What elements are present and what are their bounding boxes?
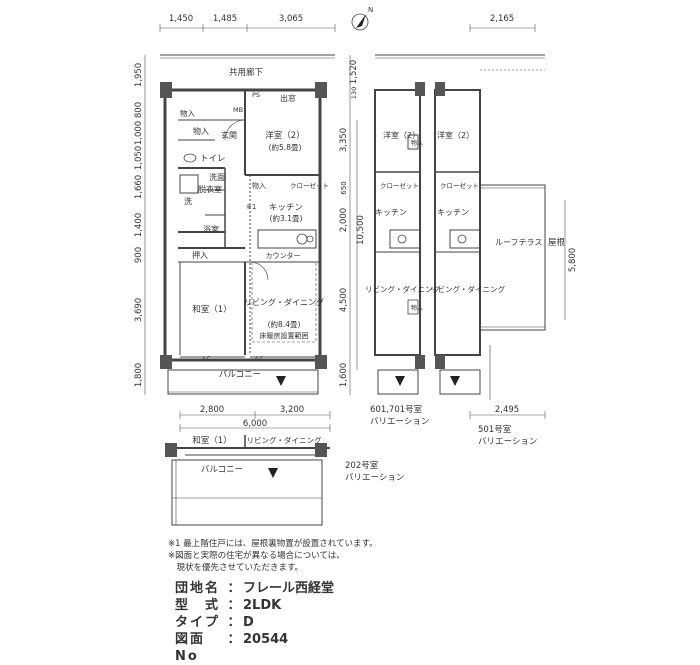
v2-roof-terrace: ルーフテラス [495, 238, 542, 247]
v2-caption2: バリエーション [478, 437, 537, 447]
dim-top-1: 1,450 [169, 14, 193, 24]
north-label: N [368, 6, 373, 14]
label-western-size: (約5.8畳) [269, 142, 302, 152]
v2-closet: クローゼット [440, 181, 479, 190]
dim-right-3: 2,000 [339, 208, 349, 232]
dim-left-1: 1,950 [134, 63, 144, 87]
info-name-value: フレール西経堂 [243, 581, 335, 596]
v3-japanese: 和室（1） [192, 435, 231, 446]
dim-left-6: 1,400 [134, 213, 144, 237]
note-3: 現状を優先させていただきます。 [168, 563, 304, 573]
label-japanese-room: 和室（1） [192, 304, 231, 315]
label-storage2: 物入 [193, 126, 209, 136]
dim-right-1: 3,350 [339, 128, 349, 152]
dim-roof-width: 2,495 [495, 405, 519, 415]
info-kind-value: D [243, 615, 254, 630]
dim-right-5: 1,600 [339, 363, 349, 387]
dim-bottom-2: 3,200 [280, 405, 304, 415]
dim-left-8: 3,690 [134, 298, 144, 322]
dim-top-2: 1,485 [213, 14, 237, 24]
notes: ※1 最上階住戸には、屋根裏物置が設置されています。 ※図面と実際の住宅が異なる… [168, 538, 378, 574]
info-separator: ： [227, 615, 241, 630]
dim-roof-height: 5,800 [568, 248, 578, 272]
label-ac1: A.C [202, 356, 211, 362]
dim-right-small-1: 1,520 [349, 60, 359, 84]
v1-kitchen: キッチン [375, 208, 407, 217]
dim-top-right: 2,165 [490, 14, 514, 24]
v1-caption: 601,701号室 [370, 404, 423, 415]
label-note-mark: ※1 [246, 203, 256, 211]
label-bath: 浴室 [203, 224, 219, 234]
info-row-name: 団地名 ： フレール西経堂 [175, 580, 334, 597]
info-kind-label: タイプ [175, 615, 221, 630]
info-row-no: 図面No ： 20544 [175, 631, 334, 665]
label-kitchen-size: (約3.1畳) [270, 213, 303, 223]
v2-roof: 屋根 [548, 237, 566, 248]
note-1: ※1 最上階住戸には、屋根裏物置が設置されています。 [168, 539, 378, 549]
v3-balcony: バルコニー [201, 465, 243, 475]
label-bay: 出窓 [280, 93, 296, 103]
dim-left-4: 1,050 [134, 146, 144, 170]
v1-western: 洋室（2） [383, 130, 420, 140]
label-kitchen: キッチン [269, 203, 303, 213]
dim-total-height: 10,500 [356, 215, 366, 245]
label-living-size: (約8.4畳) [268, 319, 301, 329]
info-row-type: 型 式 ： 2LDK [175, 597, 334, 614]
v2-living: リビング・ダイニング [430, 284, 505, 294]
info-type-label: 型 式 [175, 598, 221, 613]
label-washer: 洗 [184, 196, 192, 206]
label-living: リビング・ダイニング [244, 297, 324, 307]
label-ac2: A.C [255, 356, 264, 362]
info-no-value: 20544 [243, 632, 289, 647]
label-storage3: 物入 [252, 181, 266, 190]
note-2: ※図面と実際の住宅が異なる場合については、 [168, 551, 345, 561]
label-corridor: 共用廊下 [229, 67, 264, 78]
label-western-room: 洋室（2） [265, 130, 304, 141]
label-storage1: 物入 [180, 108, 195, 118]
dim-left-7: 900 [134, 247, 144, 263]
v1-living: リビング・ダイニング [365, 284, 440, 294]
label-entrance: 玄関 [221, 130, 237, 140]
dim-right-2: 650 [340, 181, 348, 194]
label-closet: クローゼット [290, 181, 329, 190]
info-separator: ： [227, 581, 241, 596]
property-info: 団地名 ： フレール西経堂 型 式 ： 2LDK タイプ ： D 図面No ： … [175, 580, 334, 665]
dim-right-small-2: 130 [350, 87, 358, 99]
v3-living: リビング・ダイニング [247, 435, 322, 445]
v3-caption2: バリエーション [345, 473, 404, 483]
dim-bottom-1: 2,800 [200, 405, 224, 415]
label-balcony: バルコニー [219, 370, 261, 380]
info-name-label: 団地名 [175, 581, 221, 596]
v2-caption: 501号室 [478, 424, 512, 435]
label-counter: カウンター [266, 251, 301, 260]
dim-total-width: 6,000 [243, 419, 267, 429]
dim-left-3: 1,000 [134, 121, 144, 145]
dim-left-9: 1,800 [134, 363, 144, 387]
label-closet-push: 押入 [192, 250, 208, 260]
label-toilet: トイレ [200, 154, 226, 164]
dim-left-2: 800 [134, 102, 144, 118]
dim-left-5: 1,660 [134, 175, 144, 199]
v1-storage: 物入 [411, 139, 423, 147]
label-mb: MB [233, 106, 243, 114]
info-separator: ： [227, 598, 241, 613]
v2-kitchen: キッチン [437, 208, 469, 217]
dim-right-4: 4,500 [339, 288, 349, 312]
label-dressing: 脱衣室 [198, 184, 222, 194]
v1-storage2: 物入 [411, 304, 423, 312]
v1-caption2: バリエーション [370, 417, 429, 427]
label-floor-heating: 床暖房設置範囲 [260, 331, 309, 340]
info-row-kind: タイプ ： D [175, 614, 334, 631]
dim-top-3: 3,065 [279, 14, 303, 24]
info-no-label: 図面No [175, 632, 206, 664]
label-wash: 洗面 [209, 172, 225, 182]
v3-caption: 202号室 [345, 460, 379, 471]
label-ps: PS [252, 91, 260, 99]
info-type-value: 2LDK [243, 598, 282, 613]
info-separator: ： [227, 632, 241, 647]
v2-western: 洋室（2） [437, 130, 474, 140]
floor-plan: 1,450 1,485 3,065 2,165 N 1,950 800 1,00… [134, 6, 578, 526]
v1-closet: クローゼット [380, 181, 419, 190]
